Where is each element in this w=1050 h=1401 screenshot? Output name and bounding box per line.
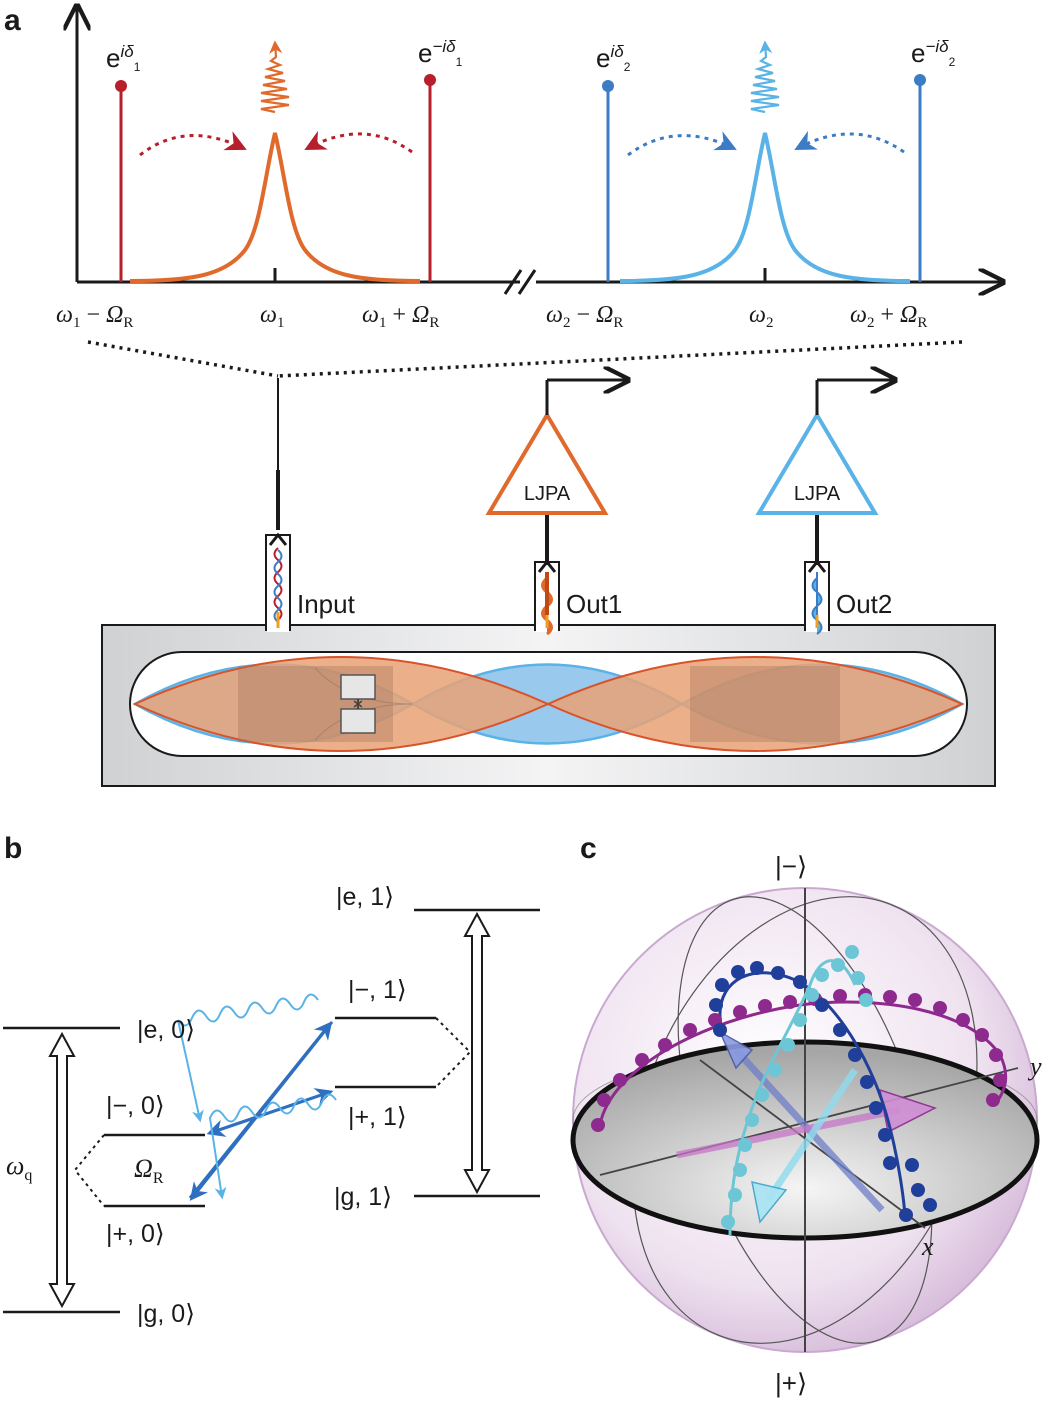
trajectory-points-cyan — [721, 945, 873, 1229]
label-minus1: |−, 1⟩ — [348, 976, 407, 1004]
dressed-state-connectors — [73, 1017, 472, 1207]
mode-overlap-right — [690, 666, 840, 742]
ljpa-label-2: LJPA — [794, 483, 841, 505]
emitted-photon-2 — [750, 40, 780, 114]
conversion-arrow-red-left — [139, 131, 247, 157]
input-port — [268, 532, 288, 628]
out2-port-label: Out2 — [836, 589, 892, 619]
axis-label-w2-minus: ω2 − ΩR — [546, 302, 623, 331]
label-g1: |g, 1⟩ — [334, 1183, 392, 1211]
label-minus0: |−, 0⟩ — [106, 1092, 165, 1120]
phase-label-2-plus: eiδ2 — [596, 42, 631, 74]
label-plus1: |+, 1⟩ — [348, 1103, 407, 1131]
bloch-x-label: x — [921, 1232, 934, 1261]
emission-wave-lower — [208, 1093, 337, 1200]
resonance-peak-2 — [619, 132, 911, 283]
transition-minus1-plus0 — [189, 1021, 334, 1201]
mode-overlap-shade — [314, 667, 414, 741]
ljpa-amplifier-1 — [485, 380, 628, 515]
conversion-arrow-blue-right — [794, 130, 905, 154]
bloch-bottom-label: |+⟩ — [775, 1368, 807, 1398]
out1-port-label: Out1 — [566, 589, 622, 619]
axis-label-w1: ω1 — [260, 302, 284, 331]
bloch-sphere — [570, 887, 1040, 1353]
ljpa-amplifier-2 — [755, 380, 895, 515]
out1-port — [537, 512, 557, 636]
panel-label-a: a — [4, 4, 21, 37]
trajectory-points-dark-blue — [709, 961, 937, 1222]
panel-label-c: c — [580, 832, 597, 865]
bloch-top-label: |−⟩ — [775, 851, 807, 881]
tone-w2-plus — [914, 74, 926, 282]
input-port-label: Input — [297, 589, 356, 619]
label-e0: |e, 0⟩ — [137, 1016, 195, 1044]
transition-plus1-minus0 — [206, 1090, 331, 1137]
phase-label-1-plus: eiδ1 — [106, 42, 141, 74]
emission-wave-upper — [177, 993, 319, 1123]
tone-w1-plus — [424, 74, 436, 282]
axis-label-w1-plus: ω1 + ΩR — [362, 302, 439, 331]
axis-break-mark — [503, 269, 523, 295]
omega-cavity-arrow — [463, 911, 491, 1195]
out2-port — [807, 512, 827, 635]
label-e1: |e, 1⟩ — [336, 883, 394, 911]
omega-q-arrow — [48, 1031, 76, 1309]
cavity-mode-orange — [132, 656, 965, 752]
zoom-line-right — [277, 340, 963, 378]
conversion-arrow-blue-left — [627, 131, 737, 157]
axis-label-w1-minus: ω1 − ΩR — [56, 302, 133, 331]
axis-break-mark — [517, 269, 537, 295]
zoom-line-left — [87, 340, 279, 378]
phase-label-2-minus: e−iδ2 — [911, 37, 956, 69]
label-omega-r: ΩR — [134, 1154, 164, 1187]
conversion-arrow-red-right — [304, 130, 413, 154]
ljpa-label-1: LJPA — [524, 483, 571, 505]
label-plus0: |+, 0⟩ — [106, 1220, 165, 1248]
tone-w2-minus — [602, 80, 614, 282]
qubit-junction — [340, 674, 376, 734]
panel-label-b: b — [4, 832, 22, 865]
label-g0: |g, 0⟩ — [137, 1300, 195, 1328]
state-vectors — [676, 1030, 937, 1224]
axis-label-w2: ω2 — [749, 302, 773, 331]
emitted-photon-1 — [260, 40, 290, 114]
bloch-y-label: y — [1027, 1052, 1042, 1081]
tone-w1-minus — [115, 80, 127, 282]
label-omega-q: ωq — [6, 1151, 32, 1184]
resonance-peak-1 — [129, 132, 421, 283]
phase-label-1-minus: e−iδ1 — [418, 37, 463, 69]
energy-levels — [3, 908, 540, 1314]
axis-label-w2-plus: ω2 + ΩR — [850, 302, 927, 331]
